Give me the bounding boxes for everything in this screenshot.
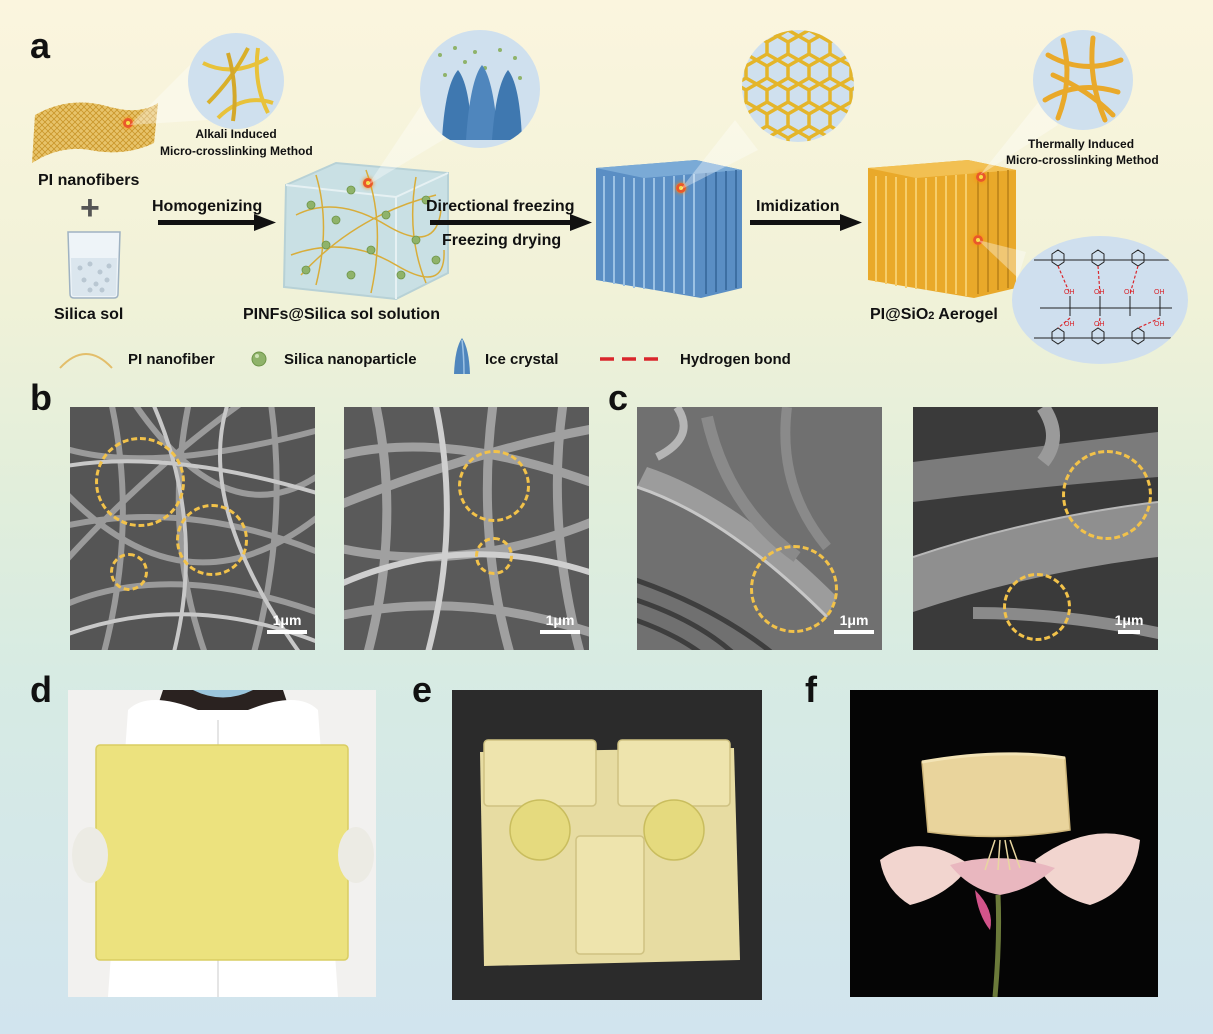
highlight-circle: [1062, 450, 1152, 540]
zoom-bubble-honeycomb: [742, 30, 854, 142]
legend-ice-crystal-icon: [454, 338, 470, 374]
label-pinfs-solution: PINFs@Silica sol solution: [243, 306, 440, 323]
pinfs-silica-sol-cube: [282, 161, 449, 301]
label-imidization: Imidization: [756, 198, 840, 215]
highlight-dot: [363, 178, 373, 188]
highlight-dot: [973, 235, 983, 245]
label-freezing-drying: Freezing drying: [442, 232, 562, 249]
alkali-line1: Alkali Induced: [195, 127, 277, 141]
highlight-dot: [976, 172, 986, 182]
zoom-bubble-ice-crystals: [420, 30, 540, 148]
label-directional-freezing: Directional freezing: [426, 198, 575, 215]
zoom-bubble-fibers: [188, 33, 284, 129]
aerogel-block: [868, 160, 1016, 298]
label-aerogel: PI@SiO2 Aerogel: [870, 306, 998, 323]
scale-bar-b1: 1μm: [265, 612, 309, 634]
pi-nanofiber-mat-image: [32, 102, 158, 163]
legend-silica-nanoparticle: Silica nanoparticle: [284, 351, 417, 368]
highlight-circle: [95, 437, 185, 527]
highlight-circle: [110, 553, 148, 591]
thermal-line2: Micro-crosslinking Method: [1006, 153, 1159, 167]
thermal-line1: Thermally Induced: [1028, 137, 1135, 151]
panel-label-b: b: [30, 377, 52, 418]
zoom-cone-4: [980, 100, 1058, 175]
plus-sign: +: [80, 189, 100, 227]
highlight-circle: [750, 545, 838, 633]
svg-text:OH: OH: [1154, 289, 1165, 296]
panel-label-e: e: [412, 669, 433, 710]
alkali-line2: Micro-crosslinking Method: [160, 144, 313, 158]
highlight-dot: [676, 183, 686, 193]
zoom-bubble-crosslinked-fibers: [1033, 30, 1133, 130]
panel-label-f: f: [805, 669, 817, 710]
legend-hydrogen-bond-icon: [600, 357, 666, 361]
scale-bar-c2: 1μm: [1111, 612, 1147, 634]
highlight-dot: [123, 118, 133, 128]
scale-bar-b2: 1μm: [538, 612, 582, 634]
svg-text:OH: OH: [1064, 289, 1075, 296]
scale-bar-c1: 1μm: [832, 612, 876, 634]
panel-label-d: d: [30, 669, 52, 710]
highlight-circle: [176, 504, 248, 576]
arrow-homogenizing: [158, 214, 276, 231]
ice-template-block: [596, 160, 742, 298]
svg-text:OH: OH: [1094, 321, 1105, 328]
svg-text:OH: OH: [1094, 289, 1105, 296]
highlight-circle: [475, 537, 513, 575]
highlight-circle: [458, 450, 530, 522]
sem-image-b2: [344, 407, 589, 650]
svg-text:OH: OH: [1124, 289, 1135, 296]
arrow-freezing: [430, 214, 592, 231]
svg-text:OH: OH: [1154, 321, 1165, 328]
panel-label-c: c: [608, 377, 629, 418]
arrow-imidization: [750, 214, 862, 231]
label-pi-nanofibers: PI nanofibers: [38, 172, 140, 189]
photo-large-aerogel-sheet: [68, 690, 376, 997]
zoom-cone-5: [978, 240, 1026, 278]
photo-aerogel-on-flower: [850, 690, 1158, 997]
chemical-structure-bubble: OH OH OH OH OH OH OH: [1012, 236, 1188, 364]
legend-hydrogen-bond: Hydrogen bond: [680, 351, 791, 368]
beaker-image: [67, 231, 121, 299]
panel-label-a: a: [30, 25, 51, 66]
legend-pi-nanofiber-icon: [59, 353, 113, 369]
svg-text:OH: OH: [1064, 321, 1075, 328]
highlight-circle: [1003, 573, 1071, 641]
photo-shaped-aerogels: [452, 690, 762, 1000]
label-silica-sol: Silica sol: [54, 306, 124, 323]
legend-ice-crystal: Ice crystal: [485, 351, 559, 368]
legend-silica-nanoparticle-icon: [251, 351, 267, 367]
zoom-cone-3: [680, 120, 758, 190]
label-homogenizing: Homogenizing: [152, 198, 263, 215]
legend-pi-nanofiber: PI nanofiber: [128, 351, 215, 368]
